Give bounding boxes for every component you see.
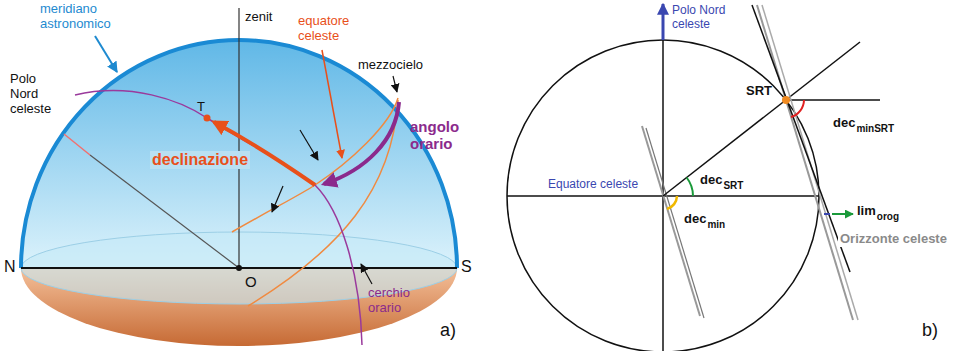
point-name: O <box>245 273 257 290</box>
subscript: min <box>707 219 725 231</box>
panel-letter: a) <box>440 320 456 341</box>
part-name: Polo Nord celeste <box>10 72 60 117</box>
star-point <box>204 115 211 122</box>
pole-arrow <box>662 4 665 40</box>
hour-circle <box>75 91 362 345</box>
limit-name: lim <box>857 204 876 219</box>
part-name: Orizzonte celeste <box>838 232 949 247</box>
part-name: zenit <box>245 10 272 25</box>
local-equator-line <box>786 99 880 101</box>
direction-letter: S <box>461 258 472 276</box>
leader-arrow <box>361 264 372 284</box>
part-name: meridiano astronomico <box>40 2 132 32</box>
angle-arc <box>667 196 677 209</box>
tick <box>824 213 830 215</box>
part-name: cerchio orario <box>368 286 426 316</box>
angle-name: dec <box>684 212 706 227</box>
leader-arrow <box>95 36 117 72</box>
angle-arc <box>687 178 693 197</box>
celestial-equator <box>232 98 398 232</box>
meridian-section <box>507 4 880 351</box>
subscript: SRT <box>723 180 743 192</box>
hour-angle-arrow <box>324 102 399 184</box>
celestial-equator-front <box>248 100 398 306</box>
srt-point <box>782 96 790 104</box>
leader-arrow <box>832 213 853 215</box>
panel-letter: b) <box>922 320 938 341</box>
direction-letter: N <box>4 258 16 276</box>
part-name: Polo Nord celeste <box>672 4 736 32</box>
leader-arrow <box>393 76 397 92</box>
angle-name: dec <box>700 173 722 188</box>
horizon-line <box>757 5 853 320</box>
celestial-sphere <box>21 8 457 346</box>
pole-axis-end <box>64 134 90 155</box>
point-name: SRT <box>746 84 772 99</box>
radial-line <box>663 42 860 196</box>
orographic-limit-line <box>752 5 850 272</box>
point-name: T <box>197 100 205 115</box>
angle-arc <box>791 100 804 117</box>
pole-axis <box>90 155 239 268</box>
part-name: equatore celeste <box>298 14 362 44</box>
subscript: orog <box>877 211 899 223</box>
angle-name: dec <box>833 116 855 131</box>
angle-name: declinazione <box>150 151 250 169</box>
part-name: mezzocielo <box>358 58 423 73</box>
subscript: minSRT <box>856 123 894 135</box>
leader-arrow <box>272 186 283 212</box>
leader-arrow <box>300 130 318 160</box>
part-name: Equatore celeste <box>548 178 638 192</box>
leader-arrow <box>322 50 342 158</box>
observer-point <box>236 265 242 271</box>
angle-name: angolo orario <box>410 118 468 153</box>
